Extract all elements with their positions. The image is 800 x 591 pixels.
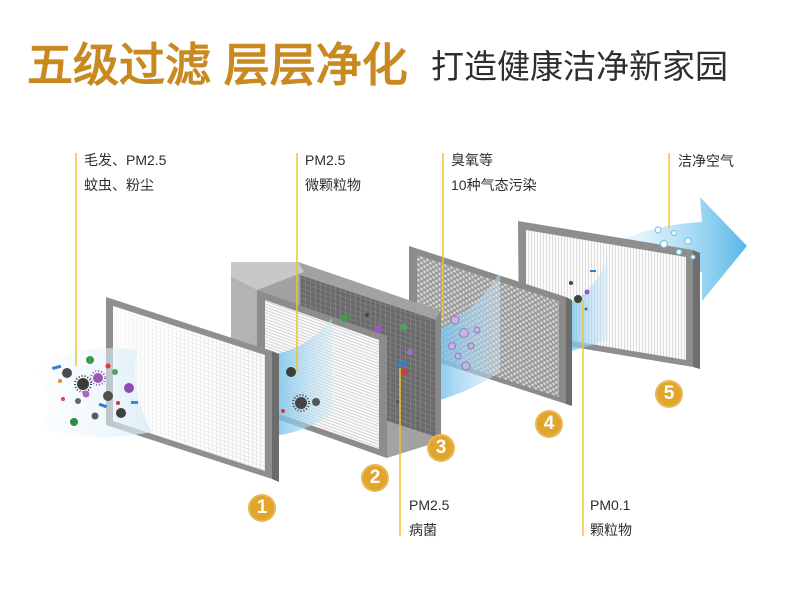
particle xyxy=(286,367,296,377)
callout-fine-particles: PM2.5 微颗粒物 xyxy=(305,148,361,198)
particle xyxy=(116,408,126,418)
particle xyxy=(82,390,90,398)
particle-spikes xyxy=(74,375,92,393)
molecule xyxy=(467,342,475,350)
filter-1 xyxy=(106,297,279,482)
stage-badge-5: 5 xyxy=(655,380,683,408)
particle xyxy=(295,397,307,409)
stage-badge-2: 2 xyxy=(361,464,389,492)
filter-5-side xyxy=(693,250,700,369)
callout-ultrafine-line2: 颗粒物 xyxy=(590,522,632,538)
callout-gases-line1: 臭氧等 xyxy=(451,152,493,168)
particle xyxy=(116,401,120,405)
molecule xyxy=(448,342,456,350)
particle xyxy=(103,391,113,401)
molecule xyxy=(473,326,481,334)
tagline: 打造健康洁净新家园 xyxy=(431,48,728,85)
particle xyxy=(312,398,320,406)
particle-spikes xyxy=(292,394,310,412)
clean-air-bubbles xyxy=(654,226,696,260)
callout-intake: 毛发、PM2.5 蚊虫、粉尘 xyxy=(84,148,166,198)
particle xyxy=(61,397,65,401)
particle xyxy=(584,307,588,311)
callout-germs-line1: PM2.5 xyxy=(409,497,450,513)
particle-spikes xyxy=(90,370,106,386)
callout-germs-line2: 病菌 xyxy=(409,522,437,538)
particle xyxy=(402,369,408,375)
callout-germs: PM2.5 病菌 xyxy=(409,493,449,543)
particle xyxy=(374,325,382,333)
bubble xyxy=(684,237,692,245)
casing-right-rim xyxy=(436,311,441,441)
particle xyxy=(91,412,99,420)
bubble xyxy=(670,229,678,237)
bubble xyxy=(675,248,683,256)
intake-particles xyxy=(51,356,138,426)
particle xyxy=(77,378,89,390)
bubble xyxy=(690,254,696,260)
particle xyxy=(574,295,582,303)
particle xyxy=(400,323,408,331)
particle xyxy=(590,270,596,272)
leader-lines xyxy=(75,153,670,536)
particle xyxy=(58,379,62,383)
gas-molecules xyxy=(448,315,481,371)
fine-particles xyxy=(281,313,413,413)
particle xyxy=(569,281,573,285)
casing-top xyxy=(231,262,304,290)
stage-badge-4: 4 xyxy=(535,410,563,438)
intake-airflow-swirl xyxy=(36,348,152,437)
particle xyxy=(93,373,103,383)
airflow-sheet-1-2 xyxy=(272,318,332,436)
filter-1-highlight xyxy=(113,306,265,471)
particle xyxy=(407,349,413,355)
particle xyxy=(86,356,94,364)
callout-clean-air: 洁净空气 xyxy=(678,149,734,174)
callout-gases-line2: 10种气态污染 xyxy=(451,177,537,193)
callout-intake-line1: 毛发、PM2.5 xyxy=(84,152,167,168)
filter-1-side xyxy=(272,351,279,482)
particle xyxy=(105,363,111,369)
particle xyxy=(62,368,72,378)
particle xyxy=(51,364,62,370)
bubble xyxy=(654,226,662,234)
filter-4-side xyxy=(566,297,572,406)
stage-badge-3: 3 xyxy=(427,434,455,462)
callout-ultrafine-line1: PM0.1 xyxy=(590,497,631,513)
particle xyxy=(584,289,590,295)
particle xyxy=(70,418,78,426)
callout-fine-particles-line2: 微颗粒物 xyxy=(305,177,361,193)
stage-badge-1: 1 xyxy=(248,494,276,522)
callout-ultrafine: PM0.1 颗粒物 xyxy=(590,493,632,543)
callout-intake-line2: 蚊虫、粉尘 xyxy=(84,177,154,193)
callout-gases: 臭氧等 10种气态污染 xyxy=(451,148,537,198)
particle xyxy=(124,383,134,393)
particle xyxy=(398,362,407,365)
ultrafine-particles xyxy=(564,270,596,311)
particle xyxy=(281,409,285,413)
callout-fine-particles-line1: PM2.5 xyxy=(305,152,346,168)
particle xyxy=(131,401,138,404)
airflow-sheet-4-5 xyxy=(566,258,608,352)
particle xyxy=(341,314,349,322)
particle xyxy=(75,398,81,404)
particle xyxy=(365,313,369,317)
callout-clean-air-line1: 洁净空气 xyxy=(678,153,734,169)
molecule xyxy=(450,315,460,325)
headline: 五级过滤 层层净化 xyxy=(27,39,408,91)
particle xyxy=(112,369,118,375)
molecule xyxy=(461,361,471,371)
molecule xyxy=(454,352,462,360)
particle xyxy=(98,402,108,409)
molecule xyxy=(459,328,469,338)
bubble xyxy=(659,239,669,249)
particle xyxy=(396,400,400,404)
